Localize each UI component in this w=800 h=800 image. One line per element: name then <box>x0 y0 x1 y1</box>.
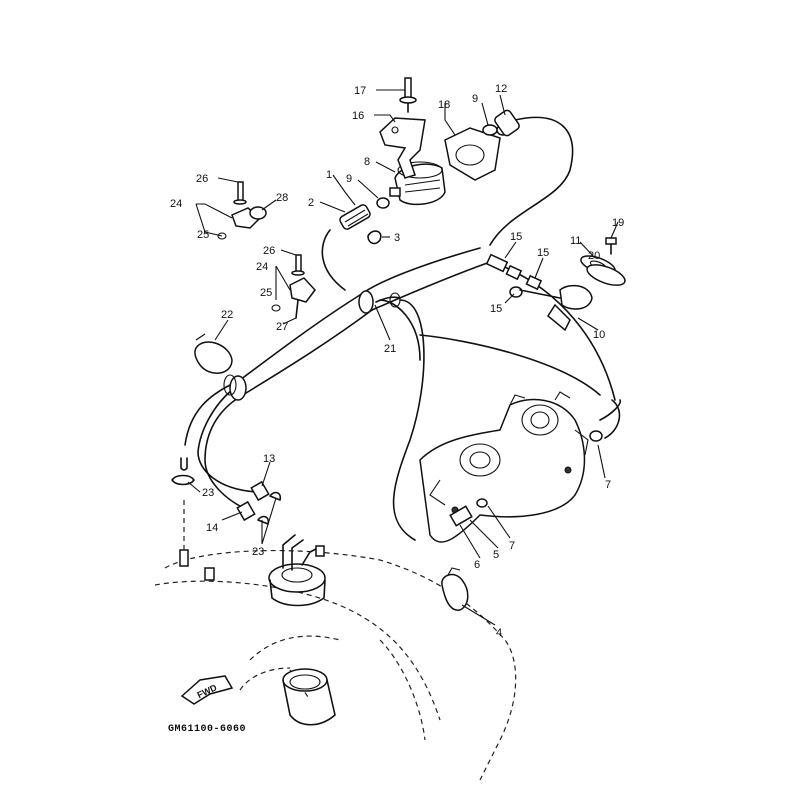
callout-13: 13 <box>263 453 275 465</box>
callout-17: 17 <box>354 85 366 97</box>
callout-8: 8 <box>364 156 370 168</box>
bracket-16 <box>379 117 426 179</box>
engine-assembly <box>419 391 589 543</box>
callout-7-lower: 7 <box>509 540 515 552</box>
callout-7-right: 7 <box>605 479 611 491</box>
callout-24-upper: 24 <box>170 198 182 210</box>
hoses <box>184 116 621 541</box>
tank-vent-fittings <box>179 457 215 581</box>
main-hose-clamps <box>223 290 401 401</box>
callout-27: 27 <box>276 321 288 333</box>
callout-12: 12 <box>495 83 507 95</box>
callout-26-lower: 26 <box>263 245 275 257</box>
fuel-tank <box>154 549 517 781</box>
diagram-code: GM61100-6060 <box>168 724 246 735</box>
callout-1: 1 <box>326 169 332 181</box>
callout-3: 3 <box>394 232 400 244</box>
callout-9-upper: 9 <box>472 93 478 105</box>
hose-13-14-ends <box>236 480 270 522</box>
fuel-filter <box>389 161 446 206</box>
callout-20: 20 <box>588 250 600 262</box>
right-fittings <box>485 237 626 332</box>
leader-lines <box>187 89 619 626</box>
callout-22: 22 <box>221 309 233 321</box>
callout-6: 6 <box>474 559 480 571</box>
hose-2 <box>339 197 390 245</box>
callout-4: 4 <box>496 627 502 639</box>
clamp-set-lower <box>271 254 316 319</box>
callout-10: 10 <box>593 329 605 341</box>
callout-15-right: 15 <box>537 247 549 259</box>
callout-25-lower: 25 <box>260 287 272 299</box>
clamp-set-upper <box>217 181 267 240</box>
callout-9-lower: 9 <box>346 173 352 185</box>
callout-23-bottom: 23 <box>252 546 264 558</box>
hose-12-end <box>494 109 520 137</box>
callout-16: 16 <box>352 110 364 122</box>
callout-2: 2 <box>308 197 314 209</box>
callout-28: 28 <box>276 192 288 204</box>
callout-15-left: 15 <box>510 231 522 243</box>
callout-18: 18 <box>438 99 450 111</box>
fuel-sender-unit <box>268 534 326 607</box>
callout-19: 19 <box>612 217 624 229</box>
callout-14: 14 <box>206 522 218 534</box>
bolt-17 <box>399 77 417 113</box>
callout-labels: 17 16 18 9 12 8 9 1 2 3 26 24 28 25 26 2… <box>170 83 624 639</box>
holder-18 <box>444 127 501 181</box>
callout-23-left: 23 <box>202 487 214 499</box>
callout-5: 5 <box>493 549 499 561</box>
callout-24-lower: 24 <box>256 261 268 273</box>
callout-26-upper: 26 <box>196 173 208 185</box>
callout-21: 21 <box>384 343 396 355</box>
callout-25-upper: 25 <box>197 229 209 241</box>
engine-fittings <box>449 399 622 527</box>
fwd-arrow-icon: FWD <box>180 675 234 705</box>
clamp-22 <box>194 333 233 374</box>
callout-15-bottom: 15 <box>490 303 502 315</box>
filler-neck <box>282 668 336 726</box>
callout-11: 11 <box>570 235 581 247</box>
clamp-4 <box>441 567 469 611</box>
